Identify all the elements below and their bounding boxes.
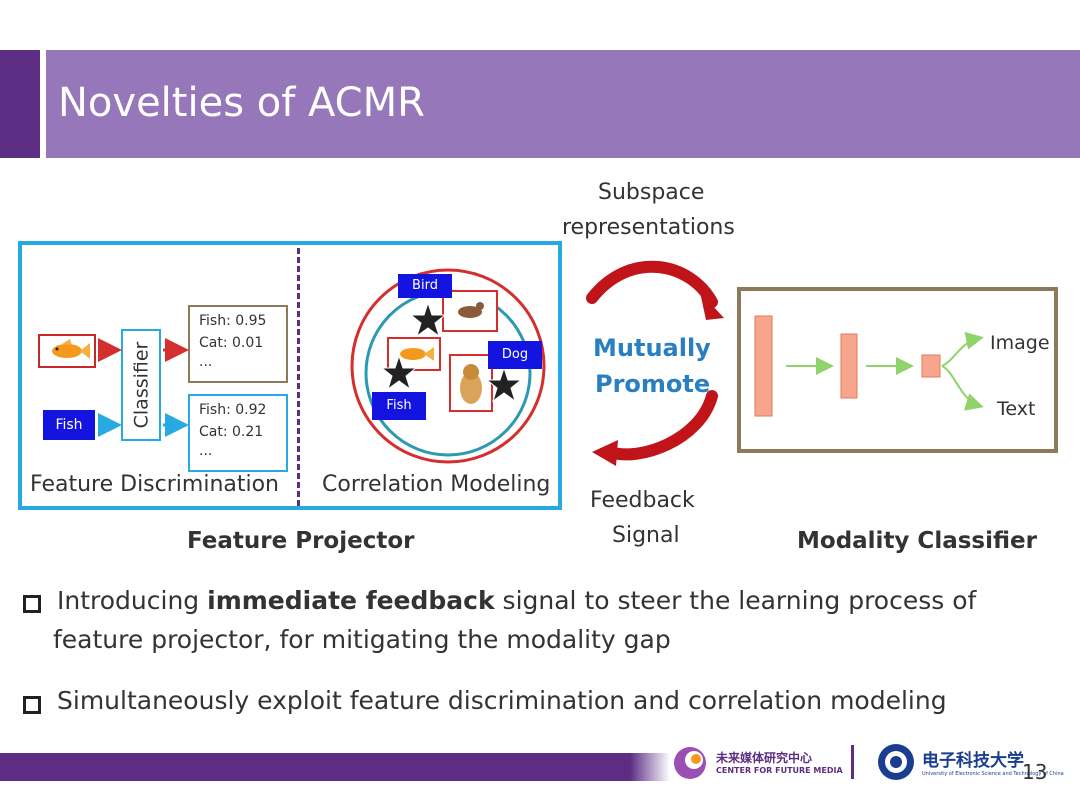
fish-tag-correlation: Fish: [372, 392, 426, 420]
layer-3: [921, 354, 941, 378]
output-image-label: Image: [990, 332, 1050, 354]
feedback-arrowhead: [592, 440, 618, 466]
page-number: 13: [1022, 760, 1048, 784]
star-marker-1: [409, 301, 447, 338]
subspace-arrowhead: [700, 292, 724, 320]
image-score-cat: Cat: 0.01: [199, 335, 264, 351]
bullet-checkbox-1: [23, 595, 41, 613]
subspace-label-line2: representations: [562, 215, 735, 240]
bullet-1-line2: feature projector, for mitigating the mo…: [53, 625, 671, 654]
classifier-box: [121, 329, 161, 441]
text-score-cat: Cat: 0.21: [199, 424, 264, 440]
goldfish-image: [38, 334, 96, 368]
output-text-label: Text: [997, 398, 1036, 420]
uestc-logo-text-cn: 电子科技大学: [922, 751, 1024, 771]
bullet-1-line1: Introducing immediate feedback signal to…: [57, 586, 977, 615]
image-score-fish: Fish: 0.95: [199, 313, 267, 329]
flow-arrow-image: [941, 331, 984, 367]
subspace-arrow: [586, 260, 718, 308]
feedback-label-line1: Feedback: [590, 488, 695, 513]
slide-title: Novelties of ACMR: [58, 80, 425, 126]
title-banner: [46, 50, 1080, 158]
correlation-modeling-label: Correlation Modeling: [322, 472, 551, 497]
fish-text-tag: Fish: [43, 410, 95, 440]
bullet-1-emphasis: immediate feedback: [207, 586, 495, 615]
bullet-2-text: Simultaneously exploit feature discrimin…: [57, 686, 947, 715]
promote-label: Promote: [595, 370, 711, 398]
feedback-arrow: [604, 390, 718, 461]
uestc-logo-text-en: University of Electronic Science and Tec…: [922, 771, 1064, 777]
bird-tag: Bird: [398, 274, 452, 298]
feedback-label-line2: Signal: [612, 523, 680, 548]
text-score-ellipsis: ...: [199, 443, 213, 459]
text-score-fish: Fish: 0.92: [199, 402, 267, 418]
cfm-logo-text-en: CENTER FOR FUTURE MEDIA: [716, 766, 843, 775]
dashed-divider: [297, 248, 300, 506]
mutually-label: Mutually: [593, 334, 711, 362]
feature-projector-label: Feature Projector: [187, 528, 415, 554]
star-marker-2: [380, 354, 418, 391]
flow-arrow-text: [941, 365, 984, 411]
modality-classifier-label: Modality Classifier: [797, 528, 1037, 554]
feature-discrimination-label: Feature Discrimination: [30, 472, 280, 497]
dog-tag: Dog: [488, 341, 542, 369]
subspace-label-line1: Subspace: [598, 180, 705, 205]
title-accent-bar: [0, 50, 40, 158]
layer-1: [754, 315, 773, 417]
footer-separator: [851, 745, 854, 779]
layer-2: [840, 333, 858, 399]
red-cluster-circle: [350, 268, 546, 464]
footer-bar: [0, 753, 630, 781]
image-score-ellipsis: ...: [199, 354, 213, 370]
feature-projector-box: [18, 241, 562, 510]
image-score-box: [188, 305, 288, 383]
bullet-checkbox-2: [23, 696, 41, 714]
cfm-logo-text-cn: 未来媒体研究中心: [716, 751, 813, 765]
text-score-box: [188, 394, 288, 472]
footer-bar-fade: [630, 753, 670, 781]
modality-classifier-box: [737, 287, 1058, 453]
star-marker-3: [485, 366, 523, 403]
